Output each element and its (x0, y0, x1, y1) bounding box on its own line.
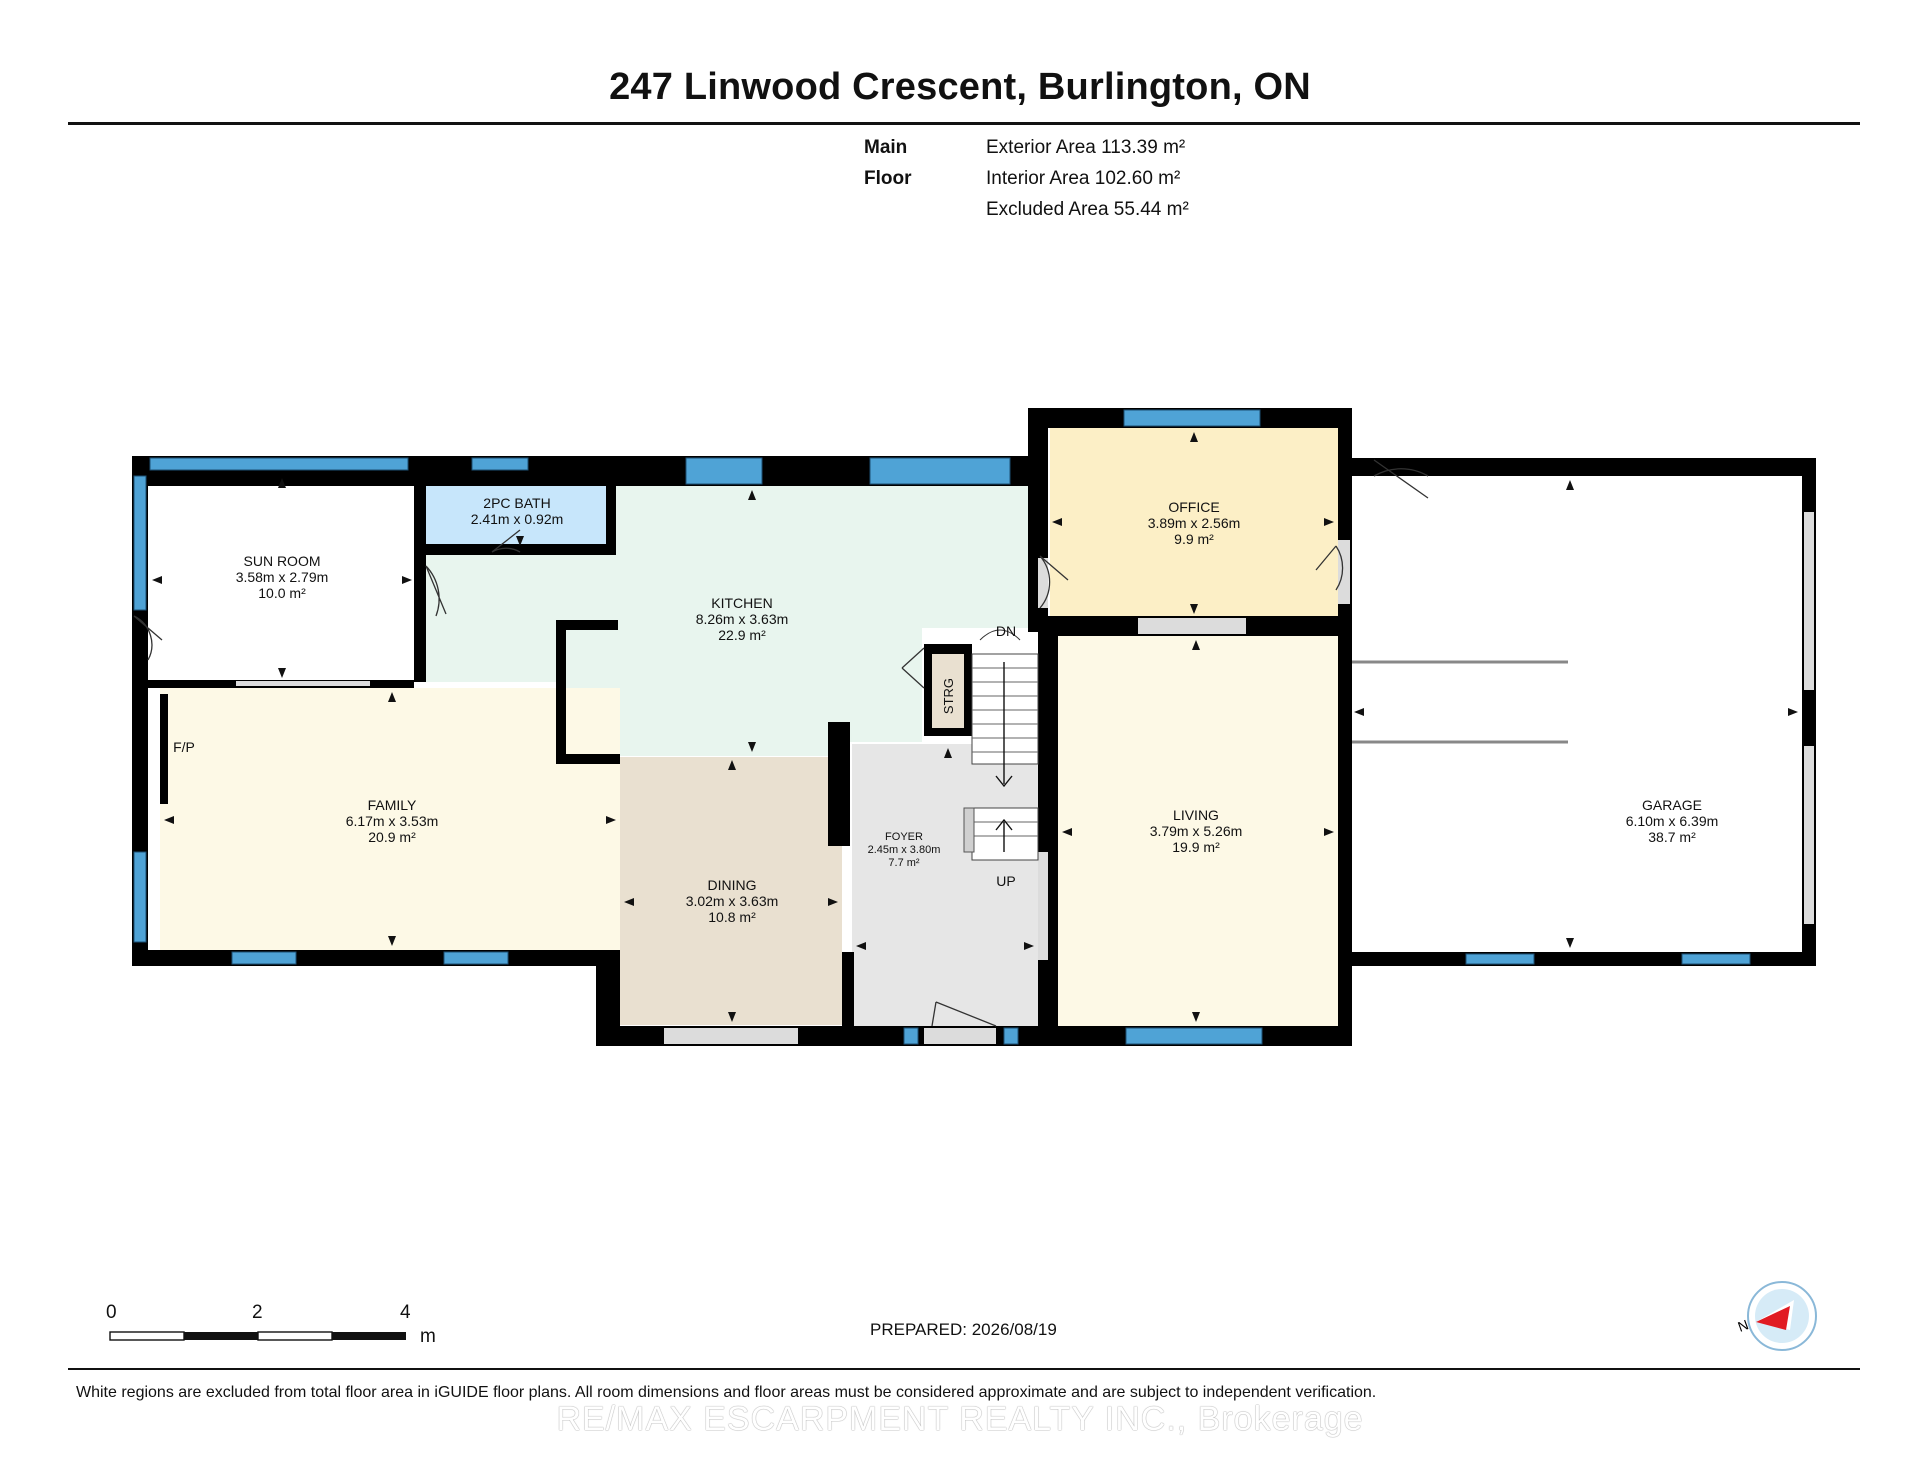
excluded-area: Excluded Area 55.44 m² (986, 199, 1189, 220)
header-divider (68, 122, 1860, 125)
door-swings (133, 459, 1429, 1027)
stairs-up-label: UP (996, 873, 1015, 889)
bath-name: 2PC BATH (483, 495, 550, 511)
dining-name: DINING (708, 877, 757, 893)
storage-label: STRG (941, 678, 956, 714)
kitchen-name: KITCHEN (711, 595, 772, 611)
scale-unit: m (420, 1326, 436, 1347)
room-living (1058, 636, 1338, 1026)
garage-tracks (1352, 660, 1568, 744)
scale-tick-2: 2 (252, 1302, 263, 1323)
room-foyer (852, 744, 1038, 1026)
interior-area: Interior Area 102.60 m² (986, 168, 1181, 189)
living-area: 19.9 m² (1172, 839, 1220, 855)
brokerage-watermark: RE/MAX ESCARPMENT REALTY INC., Brokerage (556, 1400, 1364, 1438)
foyer-area: 7.7 m² (888, 857, 920, 869)
exterior-area: Exterior Area 113.39 m² (986, 137, 1186, 158)
compass-icon: N (1736, 1281, 1817, 1351)
living-dims: 3.79m x 5.26m (1150, 823, 1243, 839)
room-office (1050, 428, 1338, 618)
openings (236, 512, 1814, 1044)
fireplace-label: F/P (173, 739, 195, 755)
bath-dims: 2.41m x 0.92m (471, 511, 564, 527)
office-dims: 3.89m x 2.56m (1148, 515, 1241, 531)
office-name: OFFICE (1168, 499, 1219, 515)
room-dining (620, 757, 842, 1025)
kitchen-area: 22.9 m² (718, 627, 766, 643)
garage-area: 38.7 m² (1648, 829, 1696, 845)
sunroom-name: SUN ROOM (244, 553, 321, 569)
staircase (963, 629, 1039, 861)
garage-name: GARAGE (1642, 797, 1702, 813)
scale-tick-0: 0 (106, 1302, 117, 1323)
room-family (160, 688, 620, 950)
scale-bar (109, 1331, 406, 1341)
room-garage (1350, 476, 1802, 952)
stairs-down-label: DN (996, 623, 1016, 639)
dining-dims: 3.02m x 3.63m (686, 893, 779, 909)
office-area: 9.9 m² (1174, 531, 1214, 547)
scale-tick-4: 4 (400, 1302, 411, 1323)
kitchen-dims: 8.26m x 3.63m (696, 611, 789, 627)
prepared-date: PREPARED: 2026/08/19 (870, 1320, 1057, 1339)
dining-area: 10.8 m² (708, 909, 756, 925)
family-name: FAMILY (368, 797, 417, 813)
area-lines: Exterior Area 113.39 m² Interior Area 10… (986, 132, 1189, 225)
sunroom-area: 10.0 m² (258, 585, 306, 601)
floor-name: Main Floor (864, 137, 912, 189)
windows (133, 409, 1751, 1045)
storage-closet (932, 654, 964, 728)
dimension-arrows (152, 432, 1798, 1022)
room-sunroom (148, 472, 414, 682)
disclaimer-text: White regions are excluded from total fl… (76, 1384, 1377, 1401)
living-name: LIVING (1173, 807, 1219, 823)
garage-dims: 6.10m x 6.39m (1626, 813, 1719, 829)
foyer-dims: 2.45m x 3.80m (868, 844, 941, 856)
page-title: 247 Linwood Crescent, Burlington, ON (609, 66, 1311, 108)
footer-divider (68, 1368, 1860, 1370)
family-dims: 6.17m x 3.53m (346, 813, 439, 829)
foyer-name: FOYER (885, 831, 923, 843)
family-area: 20.9 m² (368, 829, 416, 845)
sunroom-dims: 3.58m x 2.79m (236, 569, 329, 585)
